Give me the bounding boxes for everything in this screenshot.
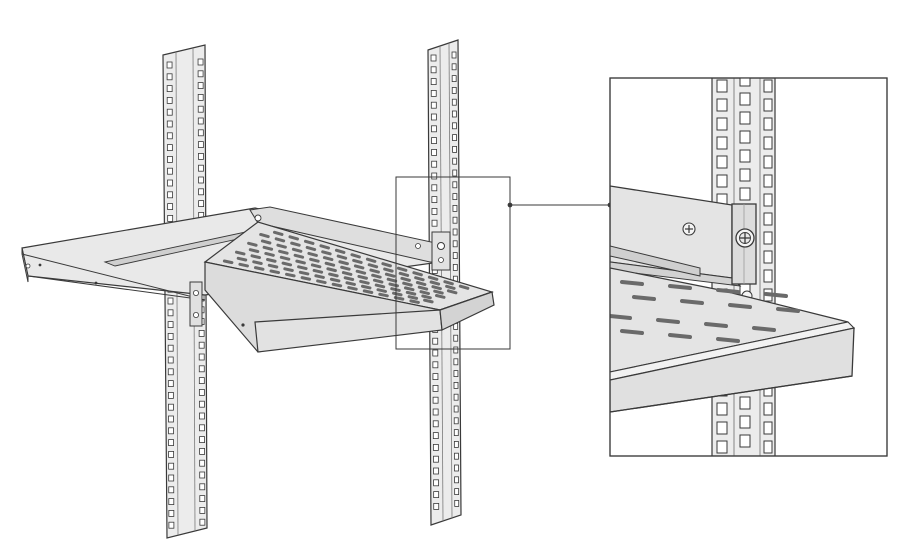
screw-icon bbox=[438, 257, 444, 263]
screw-icon bbox=[437, 242, 445, 250]
screw-icon bbox=[254, 214, 262, 222]
screw-icon bbox=[682, 222, 696, 236]
screw-icon bbox=[38, 263, 42, 267]
ventilation-slot-icon bbox=[610, 280, 800, 347]
screw-icon bbox=[25, 263, 31, 269]
sliding-shelf bbox=[21, 206, 495, 353]
rail-square-hole-icon bbox=[166, 58, 206, 529]
screw-icon bbox=[735, 228, 755, 248]
screw-icon bbox=[94, 281, 98, 285]
screw-icon bbox=[192, 311, 199, 318]
screw-icon bbox=[241, 323, 245, 327]
ventilation-slot-icon bbox=[222, 230, 470, 304]
screw-icon bbox=[192, 289, 199, 296]
screw-icon bbox=[415, 243, 421, 249]
detail-callout bbox=[395, 176, 610, 350]
detail-zoom-panel bbox=[607, 77, 888, 457]
